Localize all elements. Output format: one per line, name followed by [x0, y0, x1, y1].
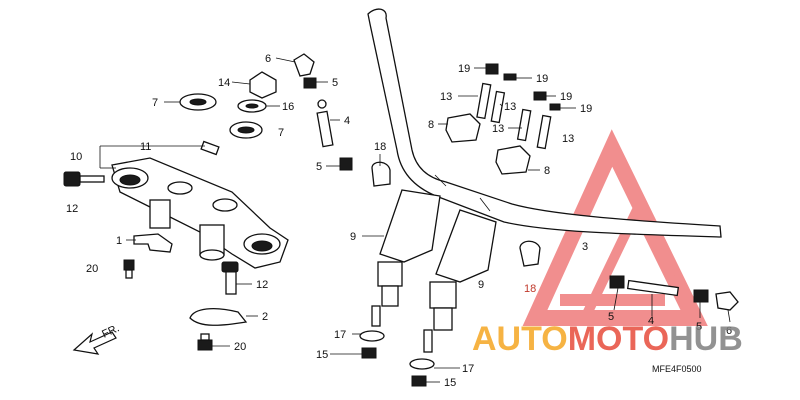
callout: 8 [544, 165, 550, 177]
callout: 19 [536, 73, 548, 85]
callout: 4 [648, 315, 654, 327]
callout: 11 [140, 141, 151, 153]
bolt-20-left [123, 259, 135, 279]
damper-4-upper [316, 99, 334, 148]
handlebar-grip-mark [434, 174, 447, 187]
bracket-1 [133, 233, 173, 253]
fork-tube-right [423, 209, 497, 353]
fork-tube-left [371, 189, 441, 327]
callout: 13 [562, 133, 574, 145]
callout: 15 [444, 377, 456, 389]
watermark-part-moto: MOTO [568, 320, 669, 358]
clamp-18-upper [371, 161, 391, 187]
washer-17-left [359, 330, 385, 342]
damper-4-lower [626, 279, 680, 297]
nut-19-a [485, 63, 499, 75]
nut-19-b [503, 73, 517, 81]
holder-8-right [495, 145, 531, 175]
callout: 20 [86, 263, 98, 275]
callout: 6 [265, 53, 271, 65]
bolt-20-lower [197, 333, 213, 351]
diagram-code: MFE4F0500 [652, 364, 702, 374]
bolt-13-b [490, 90, 506, 124]
callout: 18 [524, 283, 536, 295]
callout: 20 [234, 341, 246, 353]
leader-lines [99, 57, 731, 383]
handlebar-grip-mark [479, 197, 491, 212]
direction-label: FR. [100, 322, 121, 340]
callout: 5 [316, 161, 322, 173]
nut-19-c [533, 91, 547, 101]
clip-6-upper [293, 53, 315, 77]
callout: 17 [462, 363, 474, 375]
nut-5-right-a [609, 275, 625, 289]
callout: 6 [726, 325, 732, 337]
callout: 13 [504, 101, 516, 113]
callout: 13 [492, 123, 504, 135]
callout: 5 [696, 321, 702, 333]
callout: 9 [478, 279, 484, 291]
clamp-18-lower [519, 240, 541, 267]
callout: 7 [152, 97, 158, 109]
callout: 16 [282, 101, 294, 113]
nut-5-upper [303, 77, 317, 89]
holder-8-left [445, 113, 481, 143]
callout: 12 [256, 279, 268, 291]
washer-17-right [409, 358, 435, 370]
callout: 1 [116, 235, 122, 247]
callout: 12 [66, 203, 78, 215]
watermark-text: AUTOMOTOHUB [472, 320, 743, 358]
callout: 19 [560, 91, 572, 103]
watermark-part-hub: HUB [669, 320, 743, 358]
callout: 17 [334, 329, 346, 341]
bolt-12-lower [221, 261, 239, 295]
callout: 15 [316, 349, 328, 361]
nut-15-left [361, 347, 377, 359]
callout: 7 [278, 127, 284, 139]
callout: 2 [262, 311, 268, 323]
watermark-part-auto: AUTO [472, 320, 568, 358]
callout: 19 [458, 63, 470, 75]
clamp-2 [189, 307, 248, 326]
callout: 9 [350, 231, 356, 243]
callout: 8 [428, 119, 434, 131]
nut-19-d [549, 103, 561, 111]
top-bridge [111, 157, 289, 269]
callout: 3 [582, 241, 588, 253]
callout: 14 [218, 77, 230, 89]
callout-labels: 6 5 14 7 16 4 7 11 10 5 18 12 1 20 12 2 … [66, 53, 732, 389]
callout: 10 [70, 151, 82, 163]
bolt-13-c [516, 108, 532, 142]
callout: 18 [374, 141, 386, 153]
nut-14 [249, 71, 277, 99]
callout: 13 [440, 91, 452, 103]
pin-11 [200, 140, 220, 156]
callout: 4 [344, 115, 350, 127]
callout: 19 [580, 103, 592, 115]
bolt-13-d [536, 114, 552, 150]
callout: 5 [608, 311, 614, 323]
callout: 5 [332, 77, 338, 89]
nut-15-right [411, 375, 427, 387]
clip-6-lower [715, 291, 739, 311]
nut-5-right-b [693, 289, 709, 303]
direction-arrow-icon [72, 331, 117, 355]
nut-5-middle [339, 157, 353, 171]
bolt-12-left [63, 171, 105, 187]
bolt-13-a [476, 82, 492, 120]
